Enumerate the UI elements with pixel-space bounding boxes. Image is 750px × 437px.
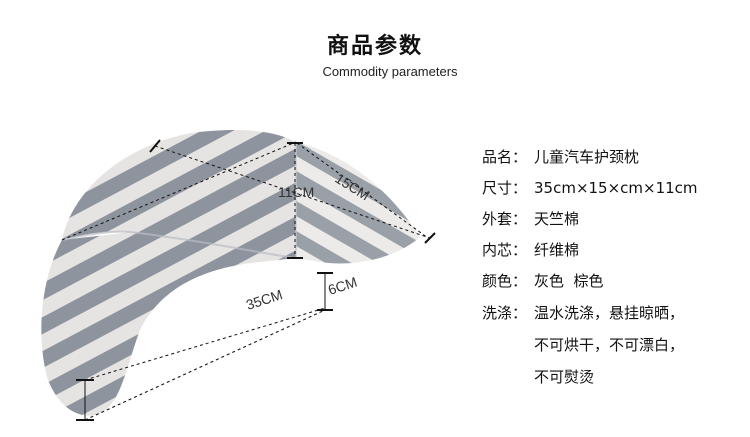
spec-row-cover: 外套： 天竺棉 (482, 204, 744, 235)
spec-list: 品名： 儿童汽车护颈枕 尺寸： 35cm×15×cm×11cm 外套： 天竺棉 … (482, 142, 744, 393)
spec-wash-line-3: 不可熨烫 (534, 368, 595, 386)
spec-label-color: 颜色： (482, 272, 528, 290)
spec-label-name: 品名： (482, 148, 528, 166)
spec-label-size: 尺寸： (482, 179, 528, 197)
pillow-side-face (296, 142, 420, 264)
spec-value-size: 35cm×15×cm×11cm (534, 179, 698, 197)
height-label: 11CM (278, 184, 314, 200)
dimension-lines (61, 139, 436, 421)
page-title: 商品参数 (326, 34, 423, 59)
spec-label-core: 内芯： (482, 241, 528, 259)
pillow-dimension-figure: 11CM 15CM 35CM 6CM (41, 129, 436, 421)
spec-label-wash: 洗涤： (482, 304, 528, 322)
spec-row-name: 品名： 儿童汽车护颈枕 (482, 142, 744, 173)
spec-value-cover: 天竺棉 (534, 210, 580, 228)
page-subtitle: Commodity parameters (322, 64, 458, 79)
pillow-front-face (41, 142, 296, 416)
spec-value-color: 灰色 棕色 (534, 272, 604, 290)
diagonal-guide-line (154, 145, 431, 239)
bottom-edge-guide (84, 309, 326, 421)
spec-wash-line-1: 温水洗涤，悬挂晾晒， (534, 304, 685, 322)
width-label: 6CM (326, 274, 359, 298)
spec-value-name: 儿童汽车护颈枕 (534, 148, 640, 166)
pillow-image (41, 129, 420, 416)
top-edge-guide (61, 141, 297, 241)
spec-row-wash: 洗涤： 温水洗涤，悬挂晾晒， 不可烘干，不可漂白， 不可熨烫 (482, 297, 744, 393)
spec-label-cover: 外套： (482, 210, 528, 228)
length-label: 35CM (244, 286, 284, 313)
spec-row-color: 颜色： 灰色 棕色 (482, 266, 744, 297)
spec-value-core: 纤维棉 (534, 241, 580, 259)
spec-value-wash: 温水洗涤，悬挂晾晒， 不可烘干，不可漂白， 不可熨烫 (534, 297, 744, 393)
spec-row-size: 尺寸： 35cm×15×cm×11cm (482, 173, 744, 204)
spec-row-core: 内芯： 纤维棉 (482, 235, 744, 266)
depth-line (296, 142, 429, 239)
diagonal-guide-tick-right (424, 232, 436, 244)
diagonal-guide-tick-left (149, 139, 161, 153)
spec-wash-line-2: 不可烘干，不可漂白， (534, 336, 685, 354)
